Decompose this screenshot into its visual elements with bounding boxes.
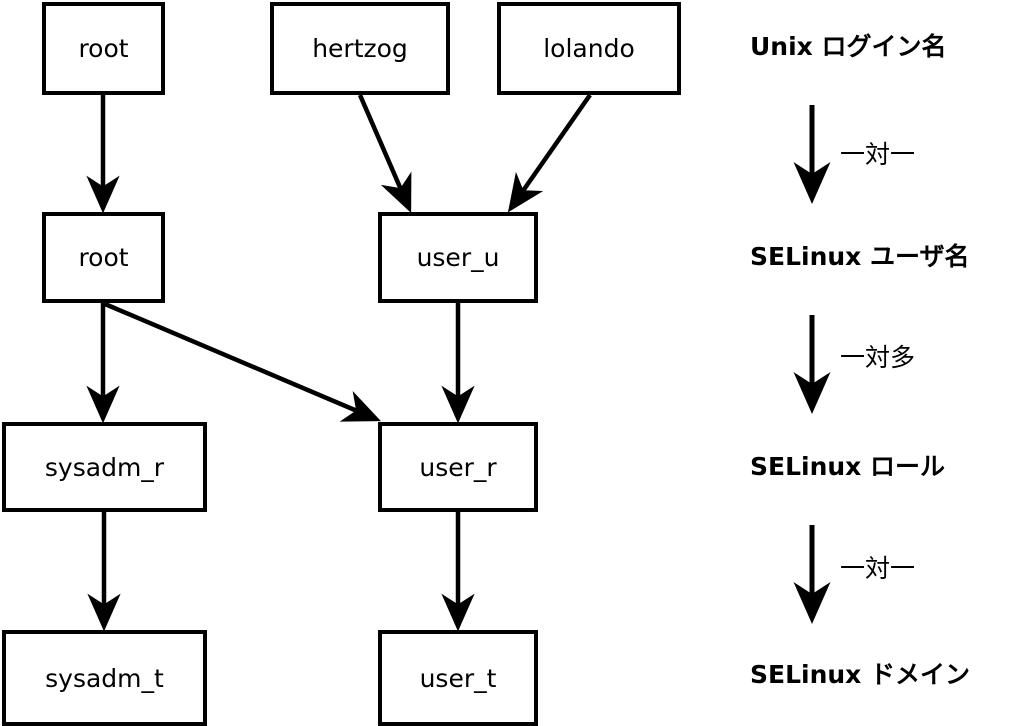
edge-seuser-root-to-role-user [104,301,381,422]
node-label: hertzog [312,34,408,63]
node-box-dom-user[interactable]: user_t [378,630,538,726]
node-box-dom-sysadm[interactable]: sysadm_t [2,630,207,726]
legend-tier-unix-login: Unix ログイン名 [750,32,947,61]
node-label: user_t [419,663,497,693]
legend-tier-selinux-user: SELinux ユーザ名 [750,242,970,271]
node-box-unix-lolando[interactable]: lolando [497,2,681,95]
node-box-unix-root[interactable]: root [42,2,165,95]
node-label: user_r [419,452,497,482]
node-label: lolando [543,34,635,63]
node-box-seuser-user[interactable]: user_u [378,212,538,303]
node-label: user_u [416,243,500,272]
edge-unix-hertzog-to-seuser-user [357,94,412,213]
legend-tier-selinux-domain: SELinux ドメイン [750,660,971,689]
node-label: root [78,243,129,272]
edges-group [86,93,592,632]
legend-relation-label-rel-1: 一対一 [840,140,916,169]
node-box-role-user[interactable]: user_r [378,422,538,512]
node-box-seuser-root[interactable]: root [42,212,165,303]
node-box-role-sysadm[interactable]: sysadm_r [2,422,207,512]
node-label: sysadm_t [45,663,164,693]
node-label: sysadm_r [44,452,165,482]
node-label: root [78,34,129,63]
edge-unix-lolando-to-seuser-user [507,93,592,213]
legend-relation-label-rel-2: 一対多 [840,343,916,372]
node-box-unix-hertzog[interactable]: hertzog [270,2,450,95]
legend-relation-label-rel-3: 一対一 [840,554,916,583]
legend-tier-selinux-role: SELinux ロール [750,452,946,481]
